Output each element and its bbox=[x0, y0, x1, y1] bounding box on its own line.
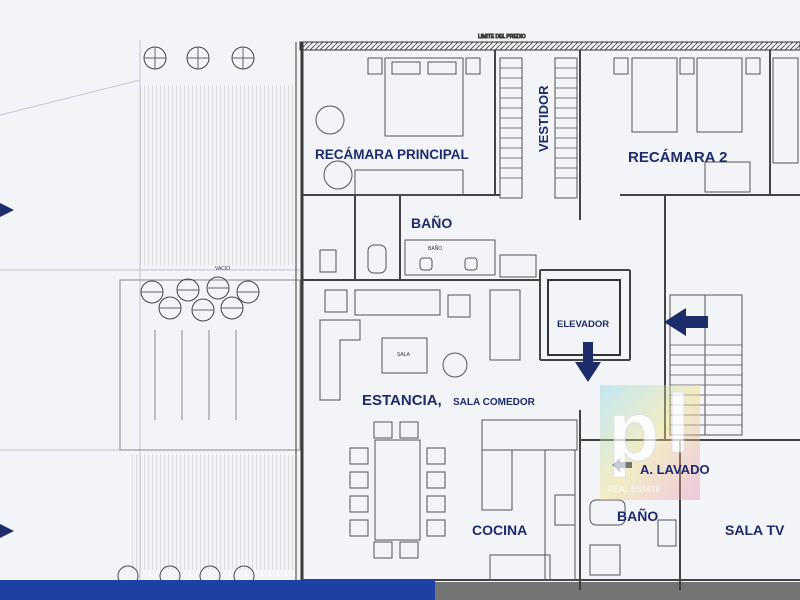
arrow-left-icon-stairs bbox=[664, 308, 708, 336]
label-tv-room: SALA TV bbox=[725, 522, 785, 538]
bottom-edge bbox=[435, 582, 800, 600]
label-master-bedroom: RECÁMARA PRINCIPAL bbox=[315, 147, 469, 162]
label-living-sub: SALA COMEDOR bbox=[453, 397, 536, 408]
label-living-main: ESTANCIA, bbox=[362, 392, 442, 409]
property-limit-label: LIMITE DEL PREDIO bbox=[478, 34, 526, 40]
arrow-right-icon-bottom bbox=[0, 524, 14, 538]
label-sala-small: SALA bbox=[397, 352, 410, 358]
watermark-text: REAL ESTATE bbox=[608, 485, 661, 494]
arrow-down-icon-elevator bbox=[575, 342, 601, 382]
tree-icons bbox=[117, 46, 260, 587]
watermark-letter: p bbox=[608, 384, 659, 478]
arrow-right-icon-top bbox=[0, 203, 14, 217]
watermark-logo: p REAL ESTATE bbox=[600, 384, 700, 500]
label-bathroom-upper-small: BAÑO bbox=[428, 245, 442, 252]
room-labels: RECÁMARA PRINCIPAL VESTIDOR RECÁMARA 2 B… bbox=[315, 85, 785, 538]
void-label: VACIO bbox=[215, 266, 230, 272]
label-elevator: ELEVADOR bbox=[557, 319, 609, 330]
label-bathroom-upper: BAÑO bbox=[411, 214, 452, 231]
label-laundry: A. LAVADO bbox=[640, 462, 710, 477]
label-kitchen: COCINA bbox=[472, 522, 527, 538]
garden-strip: VACIO bbox=[119, 85, 301, 570]
label-walk-in-closet: VESTIDOR bbox=[536, 85, 551, 152]
exterior-walls: LIMITE DEL PREDIO bbox=[295, 34, 800, 590]
interior-walls bbox=[302, 50, 800, 590]
label-bathroom-lower: BAÑO bbox=[617, 507, 658, 524]
bottom-bar bbox=[0, 580, 435, 600]
label-bedroom-2: RECÁMARA 2 bbox=[628, 149, 727, 166]
